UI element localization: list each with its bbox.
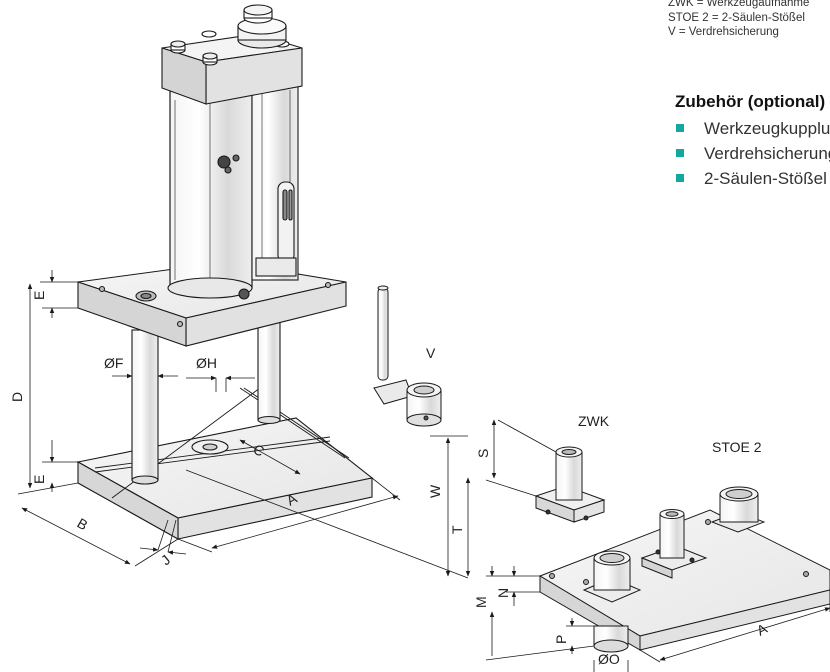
list-item: Verdrehsicherung: [676, 141, 830, 166]
label-STOE2: STOE 2: [712, 439, 762, 455]
dim-W: W: [427, 484, 443, 498]
dim-A-stoe: A: [754, 620, 770, 639]
accessories-heading: Zubehör (optional): [675, 92, 826, 111]
dim-T: T: [449, 525, 465, 534]
accessory-label: Werkzeugkupplung: [704, 119, 830, 138]
dim-H: ØH: [196, 355, 217, 371]
legend-line-v: V = Verdrehsicherung: [668, 26, 779, 38]
press-dimension-labels: D E E ØF ØH C A B J: [9, 291, 300, 569]
dim-J: J: [158, 552, 174, 569]
part-v: [373, 285, 442, 427]
press-dimensions: [17, 270, 469, 579]
top-cap-left: [161, 47, 207, 105]
accessory-label: 2-Säulen-Stößel: [704, 169, 827, 188]
stoe2-dimensions: [485, 566, 830, 672]
legend-line-stoe2: STOE 2 = 2-Säulen-Stößel: [668, 11, 805, 24]
list-item: 2-Säulen-Stößel: [676, 166, 830, 191]
press-assembly: [76, 4, 374, 540]
bullet-square-icon: [676, 174, 684, 182]
abbreviation-legend: ZWK = Werkzeugaufnahme STOE 2 = 2-Säulen…: [668, 0, 809, 40]
dim-E-top: E: [31, 291, 47, 300]
dim-B: B: [75, 515, 91, 534]
head-plate-left: [77, 281, 187, 347]
accessories-list: Werkzeugkupplung Verdrehsicherung 2-Säul…: [676, 116, 830, 191]
legend-line-zwk: ZWK = Werkzeugaufnahme: [668, 0, 810, 9]
label-ZWK: ZWK: [578, 413, 610, 429]
accessory-label: Verdrehsicherung: [704, 144, 830, 163]
zwk-dimensions: [430, 419, 557, 577]
dim-N: N: [495, 588, 511, 598]
dim-S: S: [475, 449, 491, 458]
bullet-square-icon: [676, 124, 684, 132]
dim-F: ØF: [104, 355, 123, 371]
part-zwk: [534, 446, 606, 523]
dim-P: P: [553, 635, 569, 644]
bullet-square-icon: [676, 149, 684, 157]
column-left: [131, 329, 159, 481]
dim-E-bottom: E: [31, 475, 47, 484]
dim-D: D: [9, 392, 25, 402]
dim-O: ØO: [598, 651, 620, 667]
dim-M: M: [473, 596, 489, 608]
list-item: Werkzeugkupplung: [676, 116, 830, 141]
label-V: V: [426, 345, 436, 361]
cylinder-body: [169, 87, 253, 289]
